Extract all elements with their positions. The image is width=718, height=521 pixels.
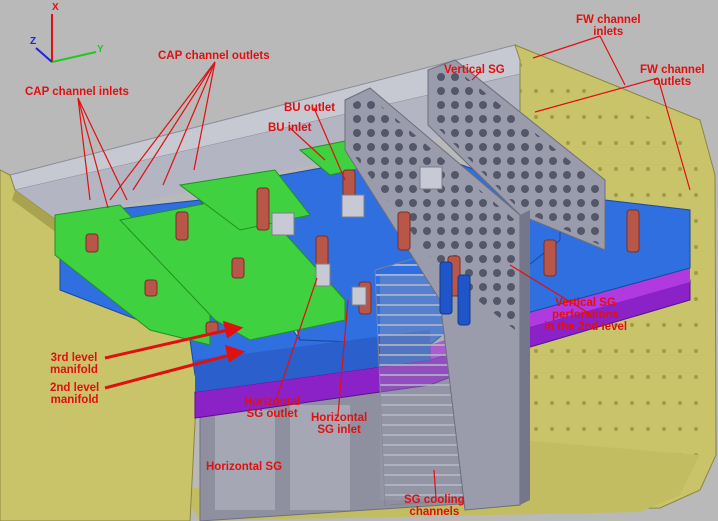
label-fw-outlets: FW channel outlets — [640, 64, 705, 88]
axes-triad — [35, 14, 97, 63]
label-third-level-line1: 3rd level — [50, 352, 98, 364]
back-wall-face — [15, 65, 560, 230]
hsg-outlet-block — [315, 263, 331, 287]
label-horizontal-sg-inlet: Horizontal SG inlet — [311, 412, 367, 436]
vertical-sg-edge — [520, 210, 530, 505]
label-vsg-perf-line3: in the 2nd level — [544, 321, 628, 333]
label-sg-cooling-channels: SG cooling channels — [404, 494, 465, 518]
label-second-level-line2: manifold — [50, 394, 99, 406]
axis-y-label: Y — [97, 44, 104, 55]
label-sg-cooling-line1: SG cooling — [404, 494, 465, 506]
label-cap-inlets: CAP channel inlets — [25, 86, 129, 98]
label-third-level-manifold: 3rd level manifold — [50, 352, 98, 376]
blue-pins — [439, 261, 471, 326]
label-fw-outlets-line1: FW channel — [640, 64, 705, 76]
label-vsg-perforations: Vertical SG perforations in the 2nd leve… — [544, 297, 627, 333]
vertical-sg-plate-2-holes — [432, 66, 600, 245]
label-sg-cooling-line2: channels — [409, 506, 460, 518]
leader-lines — [77, 35, 691, 499]
manifold-arrows — [104, 320, 246, 390]
label-vsg-perf-line1: Vertical SG — [555, 297, 616, 309]
label-third-level-line2: manifold — [50, 364, 98, 376]
label-horizontal-sg-outlet: Horizontal SG outlet — [244, 396, 300, 420]
label-hsg-outlet-line1: Horizontal — [244, 396, 301, 408]
vertical-sg-plate-1-holes — [350, 95, 515, 330]
label-vertical-sg: Vertical SG — [444, 64, 505, 76]
label-second-level-manifold: 2nd level manifold — [50, 382, 99, 406]
label-fw-outlets-line2: outlets — [653, 76, 692, 88]
bu-plate-front-face — [195, 330, 430, 392]
label-hsg-inlet-line1: Horizontal — [311, 412, 368, 424]
label-hsg-inlet-line2: SG inlet — [317, 424, 361, 436]
label-bu-inlet: BU inlet — [268, 122, 312, 134]
label-fw-inlets-line2: inlets — [593, 26, 624, 38]
label-horizontal-sg: Horizontal SG — [206, 461, 283, 473]
label-vsg-perf-line2: perforations — [551, 309, 620, 321]
label-second-level-line1: 2nd level — [50, 382, 100, 394]
hsg-inlet-block — [351, 286, 367, 306]
breeder-pins — [85, 169, 640, 335]
label-cap-outlets: CAP channel outlets — [158, 50, 270, 62]
axis-x-label: X — [52, 2, 59, 13]
bu-outlet-block — [341, 194, 365, 218]
label-bu-outlet: BU outlet — [284, 102, 336, 114]
label-fw-inlets-line1: FW channel — [576, 14, 641, 26]
bu-inlet-block — [271, 212, 295, 236]
label-hsg-outlet-line2: SG outlet — [246, 408, 298, 420]
label-fw-inlets: FW channel inlets — [576, 14, 641, 38]
axis-z-label: Z — [30, 36, 37, 47]
